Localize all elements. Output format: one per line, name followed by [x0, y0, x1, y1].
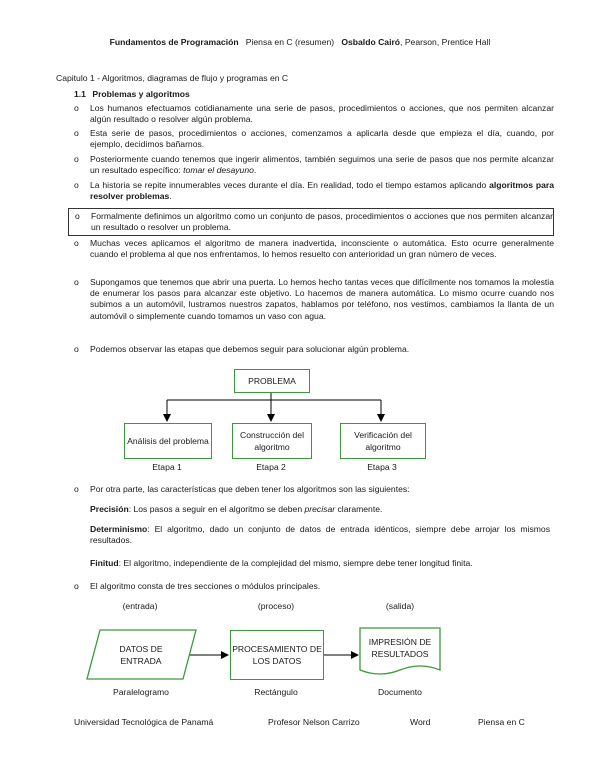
characteristic-precision: Precisión: Los pasos a seguir en el algo…: [90, 504, 550, 515]
characteristic-label: Finitud: [90, 558, 119, 568]
shape-caption: Rectángulo: [254, 687, 298, 697]
list-item: o Posteriormente cuando tenemos que inge…: [74, 154, 554, 176]
footer-app: Word: [410, 717, 431, 727]
characteristic-emphasis: precisar: [304, 504, 336, 514]
stage-caption: Etapa 2: [256, 462, 286, 472]
processing-box: PROCESAMIENTO DE LOS DATOS: [230, 630, 324, 680]
list-item: o Muchas veces aplicamos el algoritmo de…: [74, 238, 554, 260]
bullet-text-main: Posteriormente cuando tenemos que ingeri…: [90, 154, 554, 176]
bullet-text-bold: algoritmos para resolver problemas: [90, 180, 554, 202]
bullet-text-main: La historia se repite innumerables veces…: [90, 180, 487, 190]
definition-box: o Formalmente definimos un algoritmo com…: [68, 208, 554, 237]
bullet-marker: o: [74, 128, 79, 138]
bullet-text: Los humanos efectuamos cotidianamente un…: [90, 103, 554, 125]
bullet-text: La historia se repite innumerables veces…: [90, 180, 554, 202]
bullet-marker: o: [74, 344, 79, 354]
characteristic-label: Determinismo: [90, 524, 148, 534]
characteristic-text-end: claramente.: [337, 504, 383, 514]
bullet-text: El algoritmo consta de tres secciones o …: [90, 581, 321, 591]
bullet-text: Formalmente definimos un algoritmo como …: [91, 211, 553, 233]
characteristic-text: : El algoritmo, dado un conjunto de dato…: [90, 524, 550, 546]
stage-box-verification: Verificación del algoritmo: [340, 423, 426, 459]
bullet-text: Supongamos que tenemos que abrir una pue…: [90, 277, 554, 321]
bullet-marker: o: [74, 238, 79, 248]
section-heading: 1.1 Problemas y algoritmos: [74, 89, 190, 100]
characteristic-text: : Los pasos a seguir en el algoritmo se …: [128, 504, 303, 514]
stage-box-analysis: Análisis del problema: [124, 423, 212, 459]
section-label-output: (salida): [385, 601, 415, 611]
list-item: o La historia se repite innumerables vec…: [74, 180, 554, 202]
bullet-marker: o: [74, 154, 79, 164]
list-item: o Podemos observar las etapas que debemo…: [74, 344, 554, 355]
bullet-marker: o: [75, 211, 80, 221]
bullet-text: Posteriormente cuando tenemos que ingeri…: [90, 154, 554, 176]
header-author: Osbaldo Cairó: [341, 37, 401, 47]
list-item: o Supongamos que tenemos que abrir una p…: [74, 277, 554, 322]
characteristic-determinism: Determinismo: El algoritmo, dado un conj…: [90, 524, 550, 546]
chapter-title: Capitulo 1 - Algoritmos, diagramas de fl…: [56, 73, 289, 83]
bullet-text: Podemos observar las etapas que debemos …: [90, 344, 410, 354]
header-book: Piensa en C (resumen): [245, 37, 335, 47]
bullet-marker: o: [74, 277, 79, 287]
characteristic-label: Precisión: [90, 504, 129, 514]
bullet-marker: o: [74, 180, 79, 190]
input-data-label: DATOS DE ENTRADA: [119, 643, 163, 666]
bullet-text: Muchas veces aplicamos el algoritmo de m…: [90, 238, 554, 260]
stage-caption: Etapa 3: [367, 462, 397, 472]
problem-box: PROBLEMA: [234, 369, 310, 393]
list-item: o Esta serie de pasos, procedimientos o …: [74, 128, 554, 150]
characteristic-finitude: Finitud: El algoritmo, independiente de …: [90, 558, 550, 569]
footer-professor: Profesor Nelson Carrizo: [268, 717, 360, 727]
footer-book: Piensa en C: [478, 717, 525, 727]
header-course: Fundamentos de Programación: [109, 37, 239, 47]
output-results-label: IMPRESIÓN DE RESULTADOS: [368, 636, 432, 659]
stage-box-construction: Construcción del algoritmo: [232, 423, 312, 459]
page-header: Fundamentos de Programación Piensa en C …: [0, 37, 600, 48]
bullet-text-emphasis: tomar el desayuno: [183, 165, 254, 176]
bullet-text: Esta serie de pasos, procedimientos o ac…: [90, 128, 554, 150]
section-label-process: (proceso): [257, 601, 295, 611]
list-item: o El algoritmo consta de tres secciones …: [74, 581, 554, 592]
section-label-input: (entrada): [122, 601, 158, 611]
section-number: 1.1: [74, 89, 86, 99]
header-publisher: , Pearson, Prentice Hall: [400, 37, 491, 47]
list-item: o Los humanos efectuamos cotidianamente …: [74, 103, 554, 125]
section-title: Problemas y algoritmos: [92, 89, 190, 99]
bullet-marker: o: [74, 103, 79, 113]
list-item: o Por otra parte, las características qu…: [74, 484, 554, 495]
shape-caption: Paralelogramo: [113, 687, 169, 697]
bullet-marker: o: [74, 484, 79, 494]
bullet-text: Por otra parte, las características que …: [90, 484, 410, 494]
bullet-marker: o: [74, 581, 79, 591]
characteristic-text: : El algoritmo, independiente de la comp…: [118, 558, 473, 568]
stage-caption: Etapa 1: [152, 462, 182, 472]
shape-caption: Documento: [378, 687, 422, 697]
footer-university: Universidad Tecnológica de Panamá: [74, 717, 214, 727]
parallelogram-shape: [86, 629, 197, 680]
document-shape: [359, 627, 441, 675]
